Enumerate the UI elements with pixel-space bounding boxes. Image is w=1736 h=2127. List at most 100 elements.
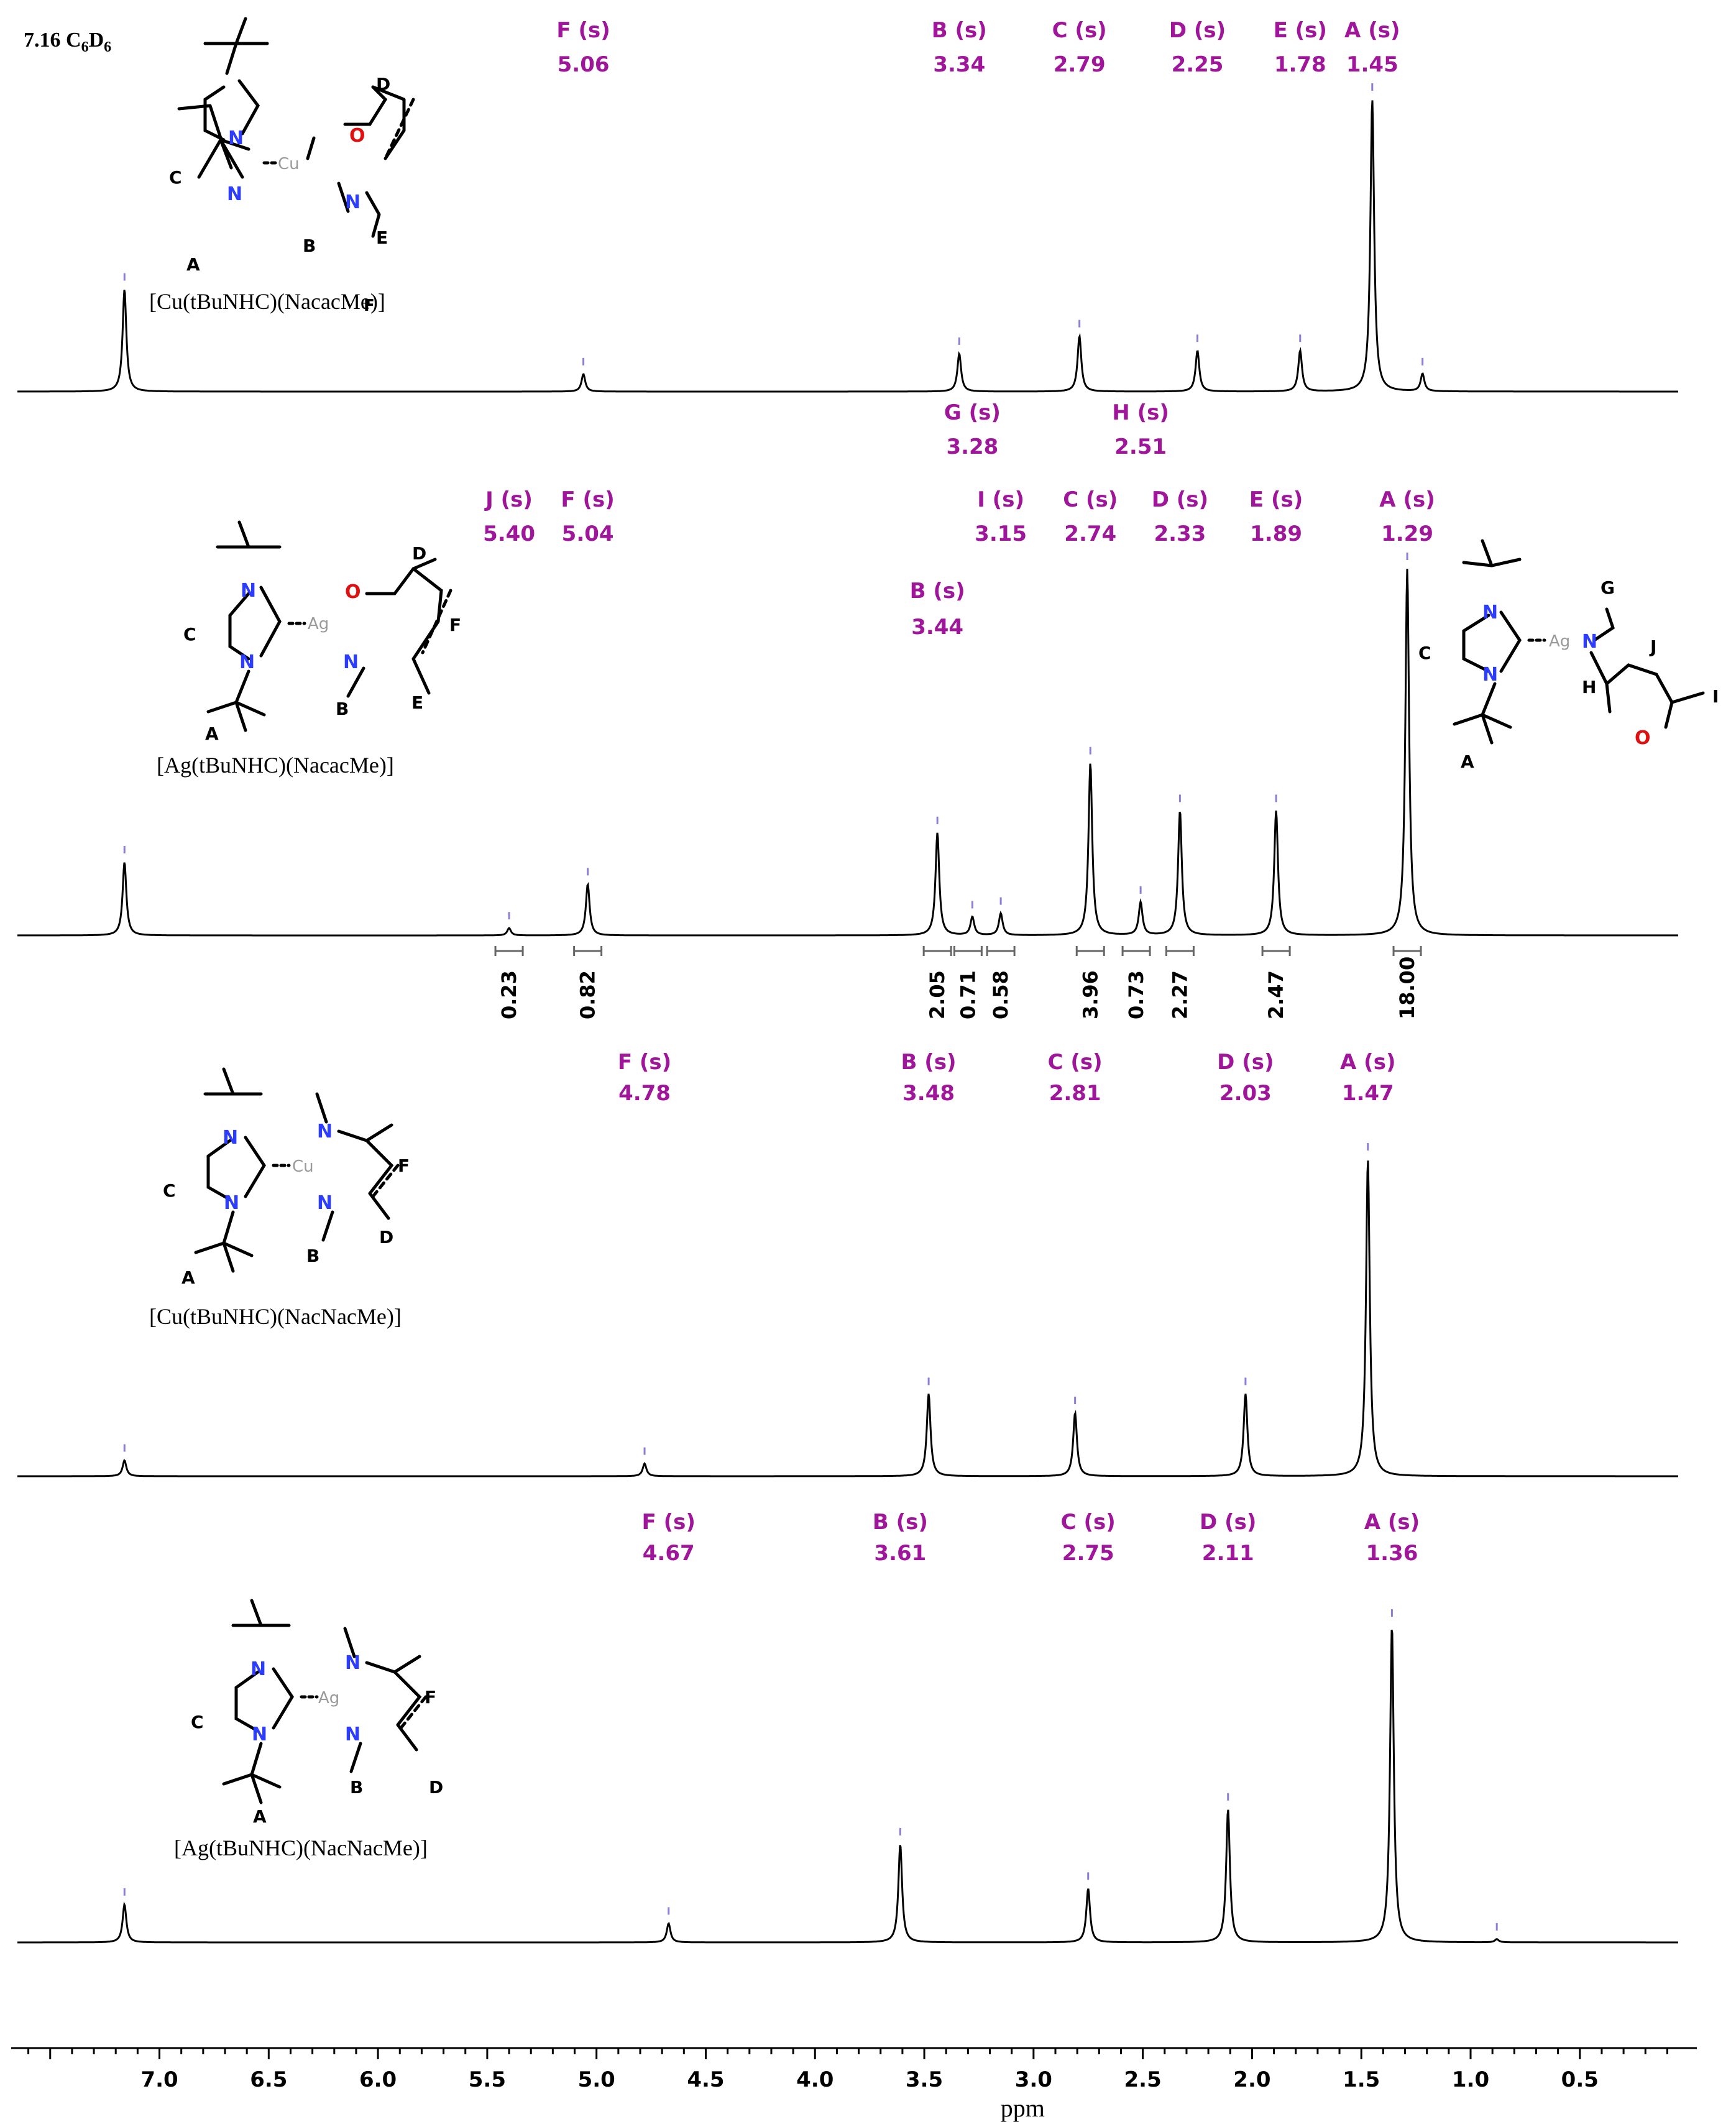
x-tick-label: 3.5 <box>906 2067 943 2092</box>
atom-n-top: N <box>223 1127 238 1149</box>
spectrum-trace <box>17 100 1678 393</box>
label-g: G <box>1601 577 1615 598</box>
atom-o: O <box>1635 727 1651 749</box>
atom-n-ring-bottom: N <box>317 1192 333 1214</box>
assignment-label: A (s) <box>1344 18 1400 43</box>
label-f: F <box>425 1687 436 1707</box>
atom-metal: Ag <box>1549 632 1570 651</box>
integral-value: 0.71 <box>956 970 980 1019</box>
integral-value: 0.23 <box>497 970 521 1019</box>
integral-value: 0.58 <box>989 970 1013 1019</box>
structure-cu-nacac: N N Cu O N D C A B E F [Cu(tBuNHC)(Nacac… <box>149 17 415 315</box>
spectrum-4: F (s)4.67B (s)3.61C (s)2.75D (s)2.11A (s… <box>17 1510 1678 1944</box>
assignment-label: B (s) <box>901 1050 957 1075</box>
label-e: E <box>411 692 423 713</box>
x-tick-label: 7.0 <box>140 2067 178 2092</box>
atom-n-top: N <box>1482 602 1498 623</box>
label-f: F <box>364 296 375 315</box>
assignment-label: C (s) <box>1063 487 1118 512</box>
assignment-shift: 2.51 <box>1114 434 1167 459</box>
assignment-label: A (s) <box>1364 1510 1420 1535</box>
integral-value: 0.82 <box>576 970 600 1019</box>
assignment-label: C (s) <box>1052 18 1107 43</box>
label-e: E <box>376 227 388 248</box>
label-d: D <box>376 74 390 94</box>
atom-n-ring: N <box>345 191 361 213</box>
label-b: B <box>336 699 349 719</box>
assignment-shift: 3.61 <box>874 1541 926 1566</box>
compound-name-3: [Cu(tBuNHC)(NacNacMe)] <box>149 1304 402 1329</box>
label-f: F <box>398 1155 410 1176</box>
atom-n-ring-top: N <box>345 1652 361 1674</box>
label-b: B <box>306 1246 319 1266</box>
bonds-ag-open <box>1453 539 1705 745</box>
integral-bracket <box>1261 946 1291 956</box>
integral-value: 2.27 <box>1168 970 1192 1019</box>
compound-name-4: [Ag(tBuNHC)(NacNacMe)] <box>174 1835 428 1860</box>
atom-n-ring-bottom: N <box>345 1724 361 1745</box>
assignment-label: D (s) <box>1200 1510 1256 1535</box>
assignment-shift: 1.89 <box>1250 521 1302 546</box>
atom-n-bottom: N <box>252 1724 267 1745</box>
assignment-label: I (s) <box>977 487 1024 512</box>
label-a: A <box>186 254 200 275</box>
atom-metal: Ag <box>308 615 329 633</box>
assignment-label: G (s) <box>944 400 1001 425</box>
bonds-ag-nacnac <box>222 1599 428 1804</box>
compound-name-2: [Ag(tBuNHC)(NacacMe)] <box>157 753 394 778</box>
assignment-shift: 2.33 <box>1154 521 1206 546</box>
assignment-label: D (s) <box>1217 1050 1274 1075</box>
assignment-label: H (s) <box>1112 400 1169 425</box>
assignment-shift: 2.03 <box>1219 1081 1272 1106</box>
x-tick-label: 6.5 <box>250 2067 287 2092</box>
label-d: D <box>379 1227 393 1247</box>
atom-n-top: N <box>241 580 256 602</box>
label-c: C <box>191 1712 204 1732</box>
assignment-shift: 2.25 <box>1172 52 1224 77</box>
assignment-shift: 5.06 <box>558 52 610 77</box>
label-a: A <box>253 1806 267 1827</box>
assignment-label: D (s) <box>1152 487 1208 512</box>
label-b: B <box>350 1777 363 1798</box>
atom-n-bottom: N <box>1482 664 1498 686</box>
x-tick-label: 3.0 <box>1015 2067 1052 2092</box>
assignment-shift: 2.81 <box>1049 1081 1101 1106</box>
integral-value: 0.73 <box>1124 970 1148 1019</box>
atom-n-chain: N <box>1582 631 1597 653</box>
compound-name-1: [Cu(tBuNHC)(NacacMe)] <box>149 289 385 314</box>
atom-n-ring-top: N <box>317 1121 333 1142</box>
atom-o: O <box>345 581 361 603</box>
label-a: A <box>205 724 219 744</box>
assignment-label: B (s) <box>932 18 987 43</box>
atom-metal: Cu <box>278 155 300 173</box>
label-f: F <box>449 615 461 635</box>
x-tick-label: 5.0 <box>578 2067 615 2092</box>
x-tick-label: 6.0 <box>359 2067 397 2092</box>
integral-bracket <box>1165 946 1195 956</box>
integral-bracket <box>922 946 952 956</box>
atom-metal: Ag <box>318 1689 339 1707</box>
bonds-cu-nacac <box>177 17 415 238</box>
assignment-shift: 3.34 <box>933 52 985 77</box>
integral-value: 2.05 <box>925 970 949 1019</box>
atom-o: O <box>349 125 365 147</box>
spectra-layer: F (s)5.06B (s)3.34C (s)2.79D (s)2.25E (s… <box>17 18 1678 1944</box>
label-d: D <box>429 1777 443 1798</box>
assignment-shift: 3.44 <box>911 615 963 640</box>
assignment-shift: 3.15 <box>975 521 1027 546</box>
label-c: C <box>1418 643 1431 663</box>
structure-ag-nacac: N N Ag O N D F C A B E [Ag(tBuNHC)(Nacac… <box>157 520 461 778</box>
x-tick-label: 2.5 <box>1124 2067 1162 2092</box>
structure-cu-nacnac: N N Cu N N F D C A B [Cu(tBuNHC)(NacNacM… <box>149 1067 410 1329</box>
atom-n-bottom: N <box>239 651 255 673</box>
assignment-label: E (s) <box>1249 487 1303 512</box>
label-a: A <box>1461 751 1474 772</box>
atom-n-top: N <box>228 127 244 149</box>
spectrum-1: F (s)5.06B (s)3.34C (s)2.79D (s)2.25E (s… <box>17 18 1678 393</box>
integral-bracket <box>1075 946 1105 956</box>
assignment-shift: 4.78 <box>618 1081 671 1106</box>
assignment-label: A (s) <box>1379 487 1435 512</box>
label-d: D <box>412 543 426 564</box>
label-h: H <box>1582 677 1596 697</box>
